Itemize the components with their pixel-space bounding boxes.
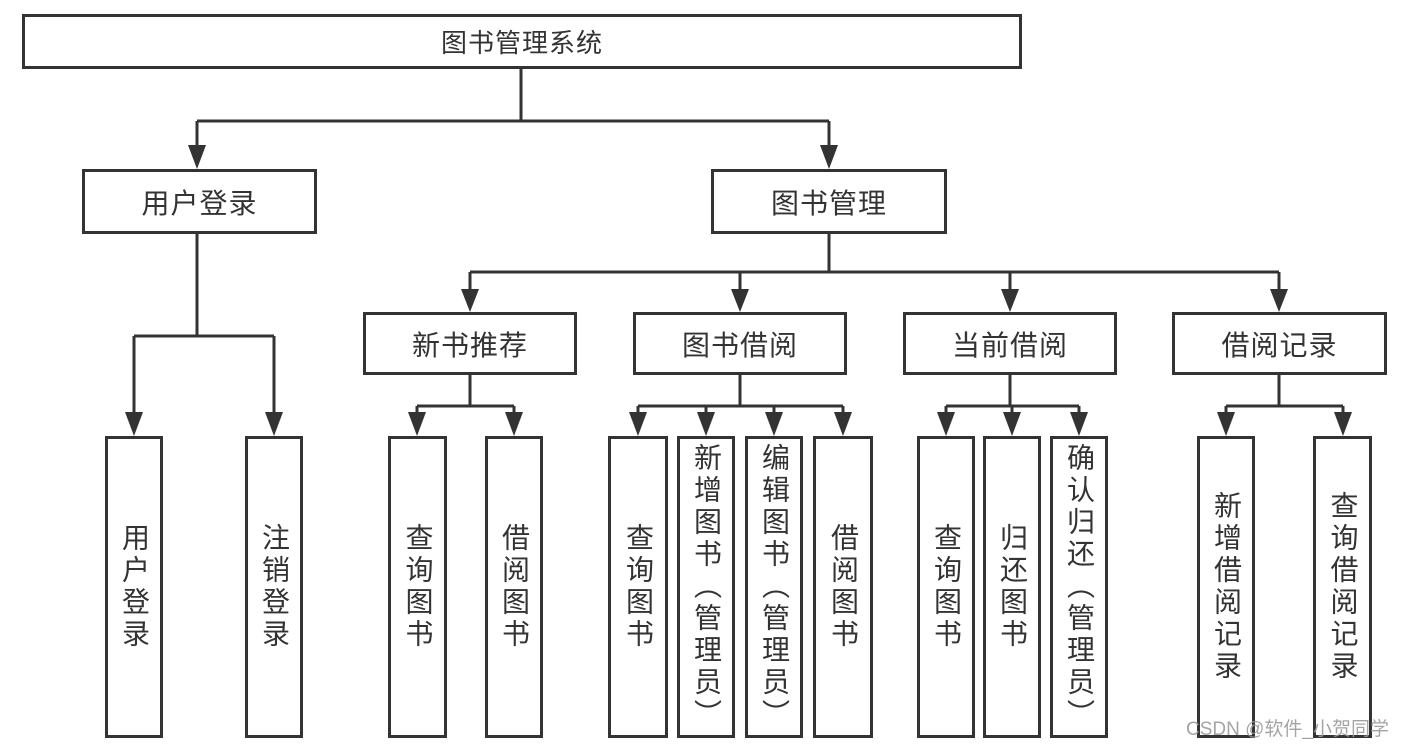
leaf-label: 用户登录 bbox=[119, 523, 150, 651]
leaf-logout: 注销登录 bbox=[245, 436, 303, 738]
connector-book-mgmt-branch bbox=[461, 234, 1288, 312]
leaf-current-return: 归还图书 bbox=[983, 436, 1041, 738]
leaf-label: 借阅图书 bbox=[499, 523, 530, 651]
leaf-label: 查询图书 bbox=[402, 523, 434, 651]
leaf-records-add: 新增借阅记录 bbox=[1197, 436, 1255, 738]
node-root: 图书管理系统 bbox=[22, 14, 1022, 69]
leaf-records-query: 查询借阅记录 bbox=[1313, 436, 1372, 738]
node-new-books: 新书推荐 bbox=[363, 312, 577, 375]
connector-current-borrow-branch bbox=[937, 375, 1088, 436]
leaf-label: 查询图书 bbox=[623, 523, 654, 651]
connector-root-branch bbox=[188, 69, 838, 169]
leaf-label: 新增图书（管理员） bbox=[691, 443, 722, 731]
node-current-borrow: 当前借阅 bbox=[903, 312, 1117, 375]
node-user-login: 用户登录 bbox=[82, 169, 317, 234]
leaf-label: 编辑图书（管理员） bbox=[759, 443, 790, 731]
leaf-current-query: 查询图书 bbox=[917, 436, 975, 738]
leaf-label: 查询图书 bbox=[931, 523, 962, 651]
leaf-borrow-book: 借阅图书 bbox=[813, 436, 873, 738]
leaf-borrow-add-admin: 新增图书（管理员） bbox=[677, 436, 735, 738]
leaf-new-books-borrow: 借阅图书 bbox=[485, 436, 543, 738]
leaf-label: 确认归还（管理员） bbox=[1064, 443, 1095, 731]
leaf-label: 借阅图书 bbox=[828, 523, 859, 651]
leaf-label: 注销登录 bbox=[259, 523, 290, 651]
node-borrow-records: 借阅记录 bbox=[1172, 312, 1387, 375]
leaf-new-books-query: 查询图书 bbox=[388, 436, 447, 738]
leaf-label: 查询借阅记录 bbox=[1327, 491, 1359, 683]
node-book-mgmt: 图书管理 bbox=[711, 169, 947, 234]
leaf-current-confirm-admin: 确认归还（管理员） bbox=[1050, 436, 1108, 738]
connector-new-books-branch bbox=[408, 375, 523, 436]
leaf-borrow-edit-admin: 编辑图书（管理员） bbox=[745, 436, 803, 738]
connector-borrow-records-branch bbox=[1217, 375, 1352, 436]
leaf-label: 新增借阅记录 bbox=[1211, 491, 1242, 683]
connector-user-login-branch bbox=[125, 234, 283, 436]
leaf-label: 归还图书 bbox=[997, 523, 1028, 651]
leaf-user-login: 用户登录 bbox=[105, 436, 163, 738]
leaf-borrow-query: 查询图书 bbox=[608, 436, 668, 738]
csdn-watermark: CSDN @软件_小贺同学 bbox=[1186, 719, 1389, 740]
node-book-borrow: 图书借阅 bbox=[633, 312, 847, 375]
connector-book-borrow-branch bbox=[629, 375, 852, 436]
